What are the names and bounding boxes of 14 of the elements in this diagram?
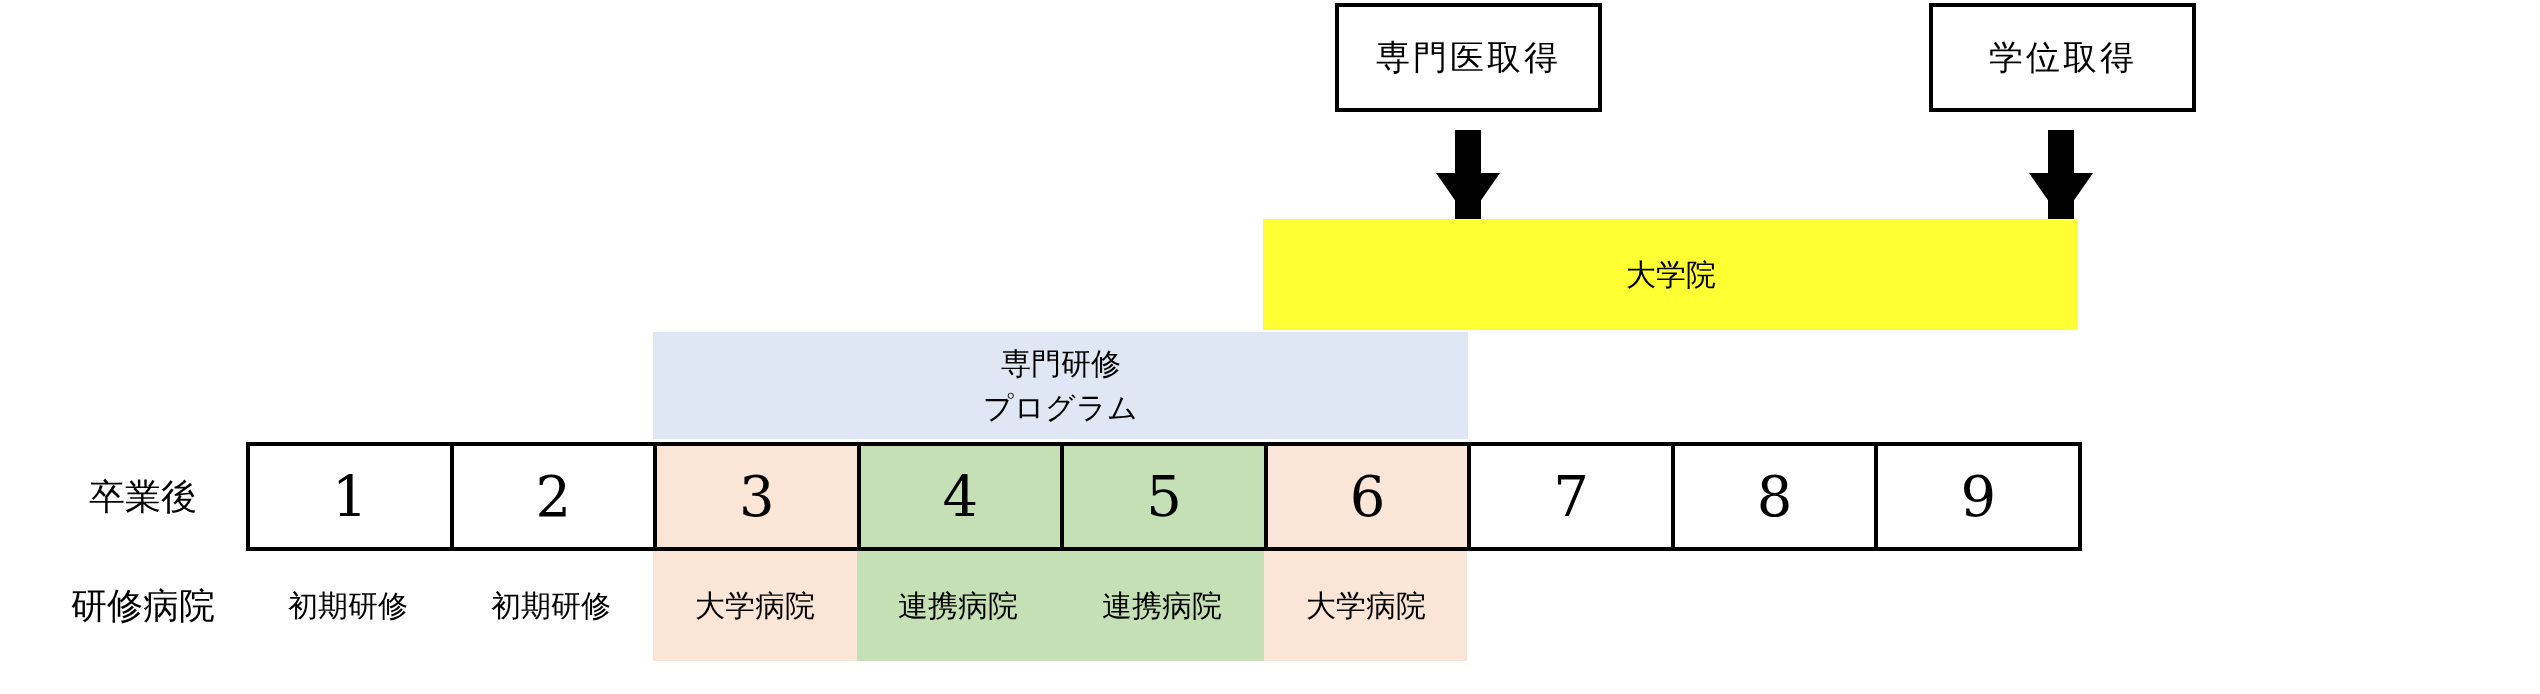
band: 専門研修プログラム — [653, 332, 1468, 439]
hospital-cell: 大学病院 — [653, 551, 857, 661]
row-label: 卒業後 — [89, 474, 197, 519]
callout-box: 専門医取得 — [1335, 3, 1602, 112]
arrow — [2029, 130, 2093, 219]
hospital-cell: 連携病院 — [856, 551, 1061, 661]
hospital-cell: 初期研修 — [449, 551, 654, 661]
row-label: 研修病院 — [71, 583, 215, 628]
hospital-cell: 連携病院 — [1060, 551, 1264, 661]
hospital-cell: 初期研修 — [246, 551, 450, 661]
hospital-cell: 大学病院 — [1263, 551, 1468, 661]
band: 大学院 — [1263, 219, 2078, 330]
arrow — [1436, 130, 1500, 219]
callout-box: 学位取得 — [1929, 3, 2196, 112]
